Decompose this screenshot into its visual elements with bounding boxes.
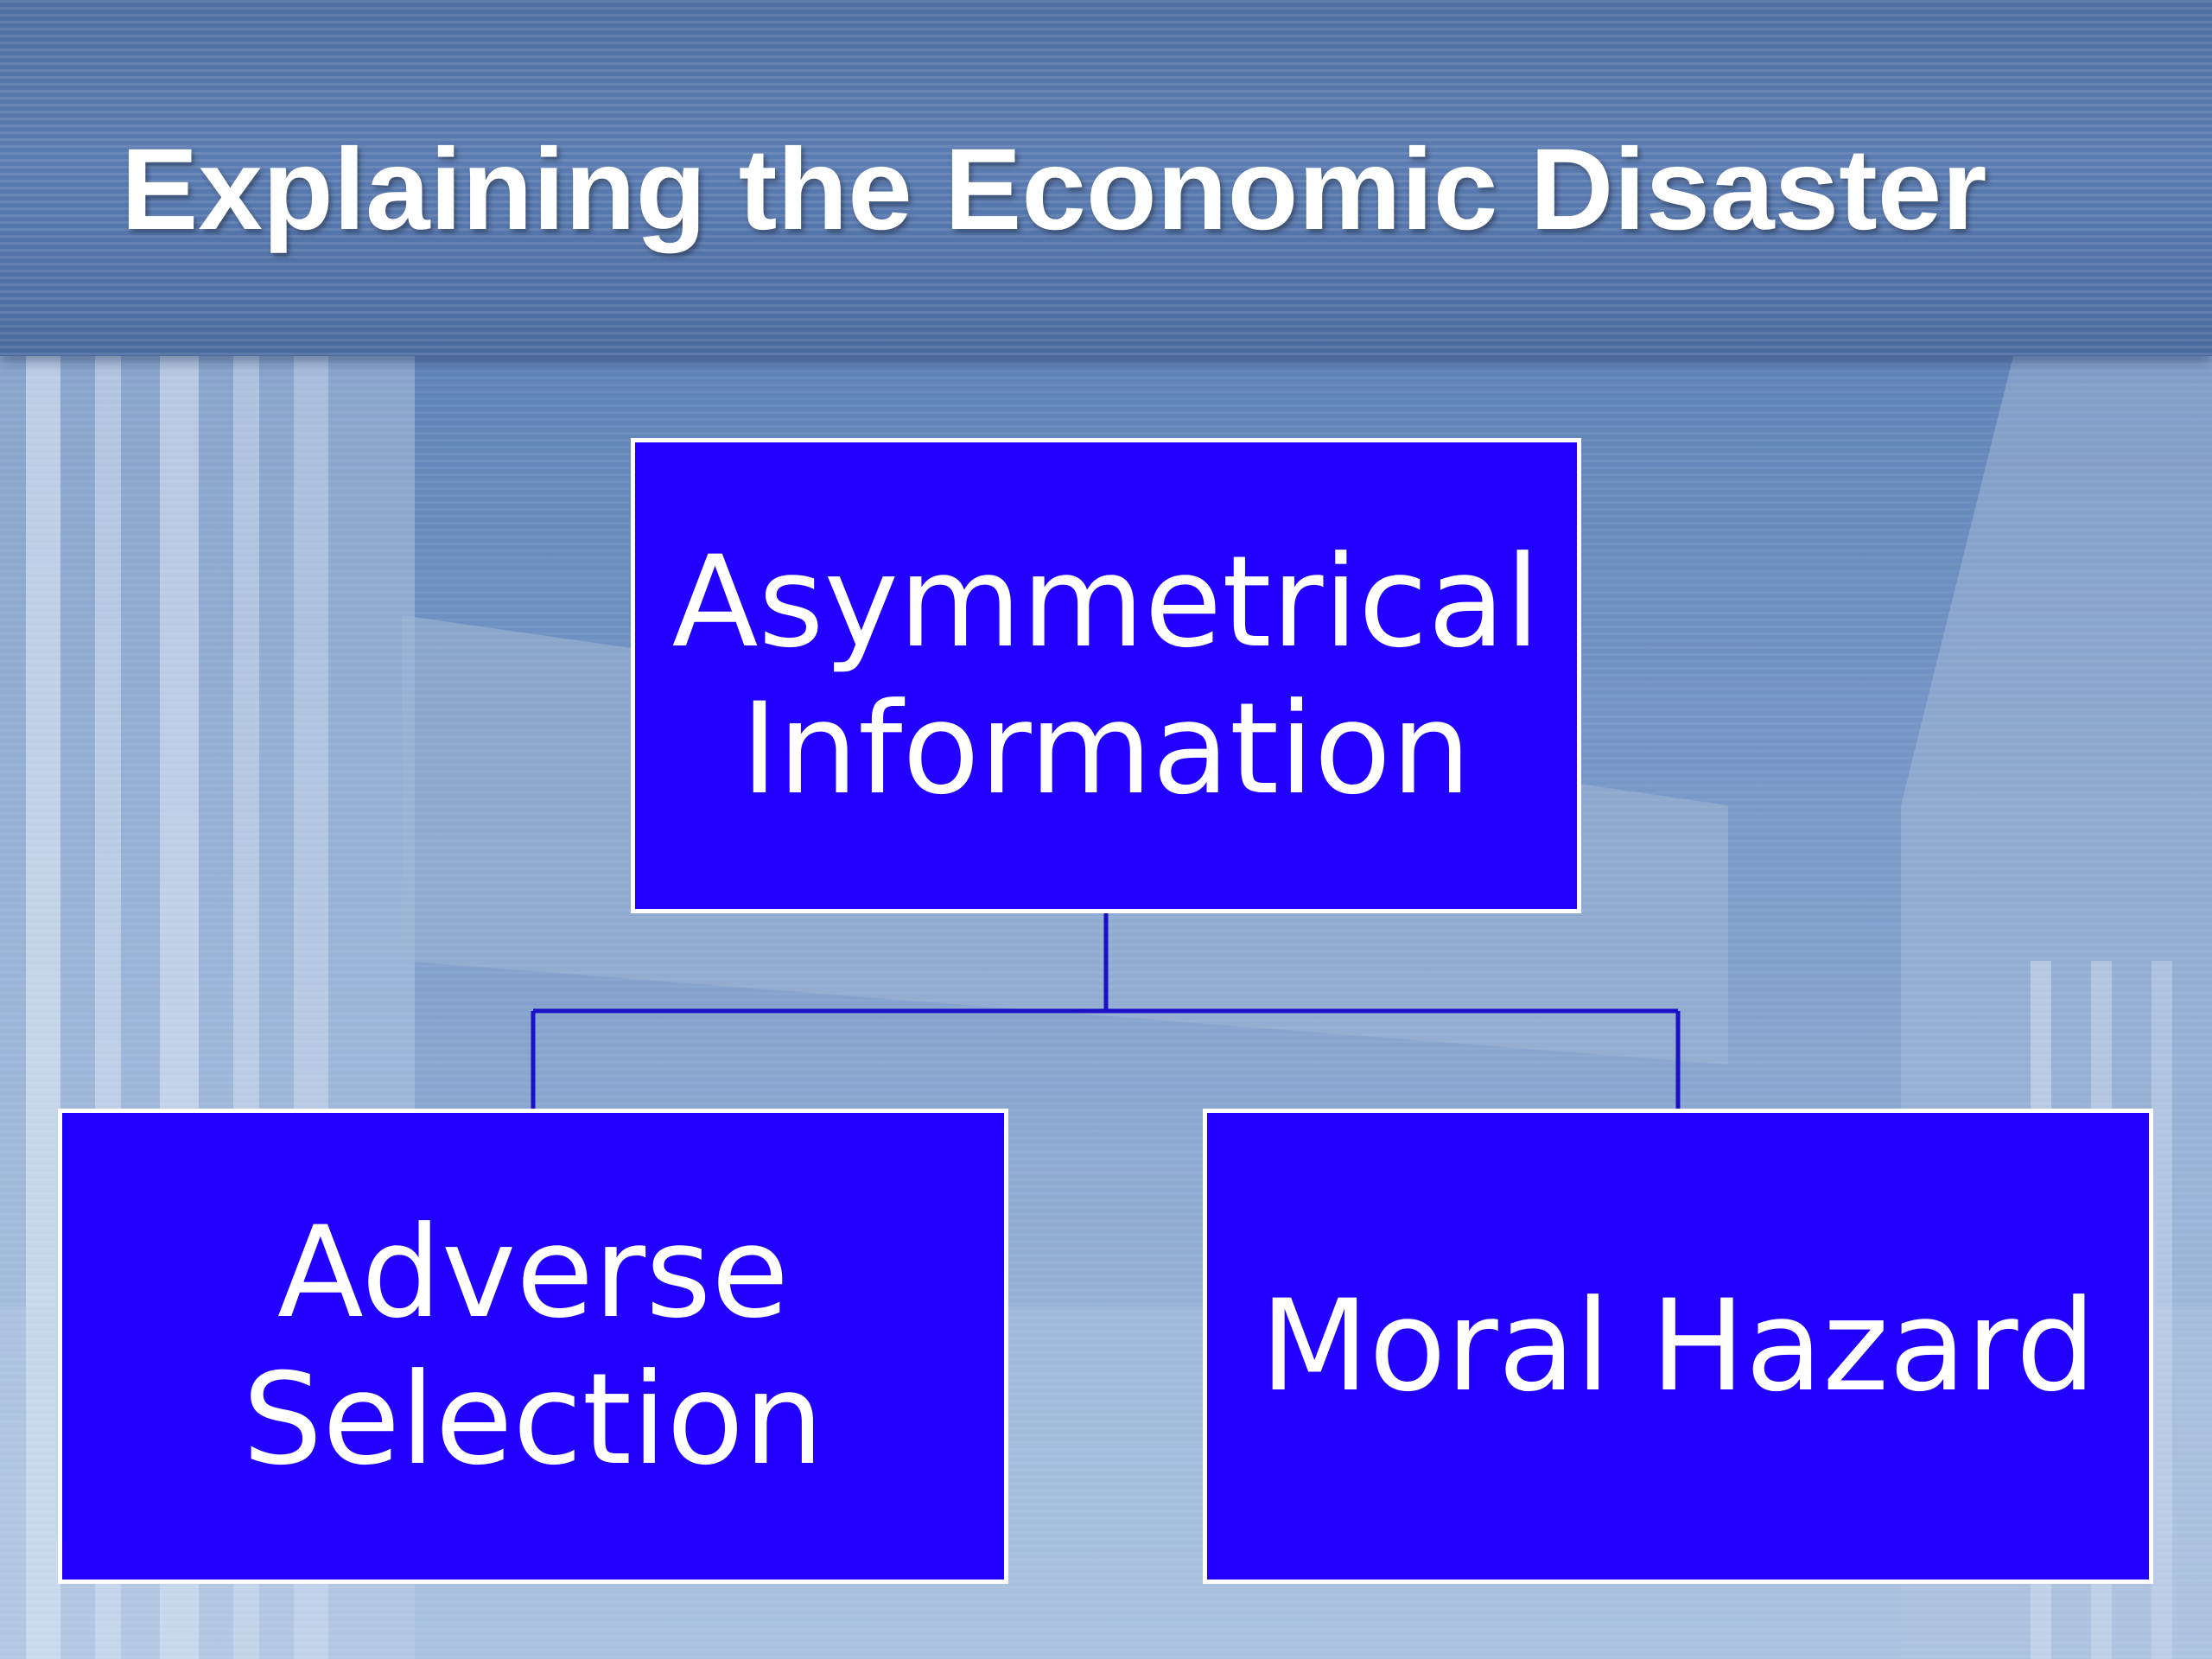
node-label-line1: Adverse xyxy=(276,1199,790,1346)
slide-title: Explaining the Economic Disaster xyxy=(121,125,1987,254)
node-asymmetrical-information: Asymmetrical Information xyxy=(631,438,1581,913)
node-label-line2: Information xyxy=(741,676,1471,823)
node-adverse-selection: Adverse Selection xyxy=(58,1109,1008,1584)
node-label-line1: Asymmetrical xyxy=(671,529,1541,676)
node-label-line2: Selection xyxy=(242,1346,824,1493)
node-label-line1: Moral Hazard xyxy=(1260,1273,2096,1420)
node-moral-hazard: Moral Hazard xyxy=(1203,1109,2153,1584)
header-band: Explaining the Economic Disaster xyxy=(0,0,2212,356)
